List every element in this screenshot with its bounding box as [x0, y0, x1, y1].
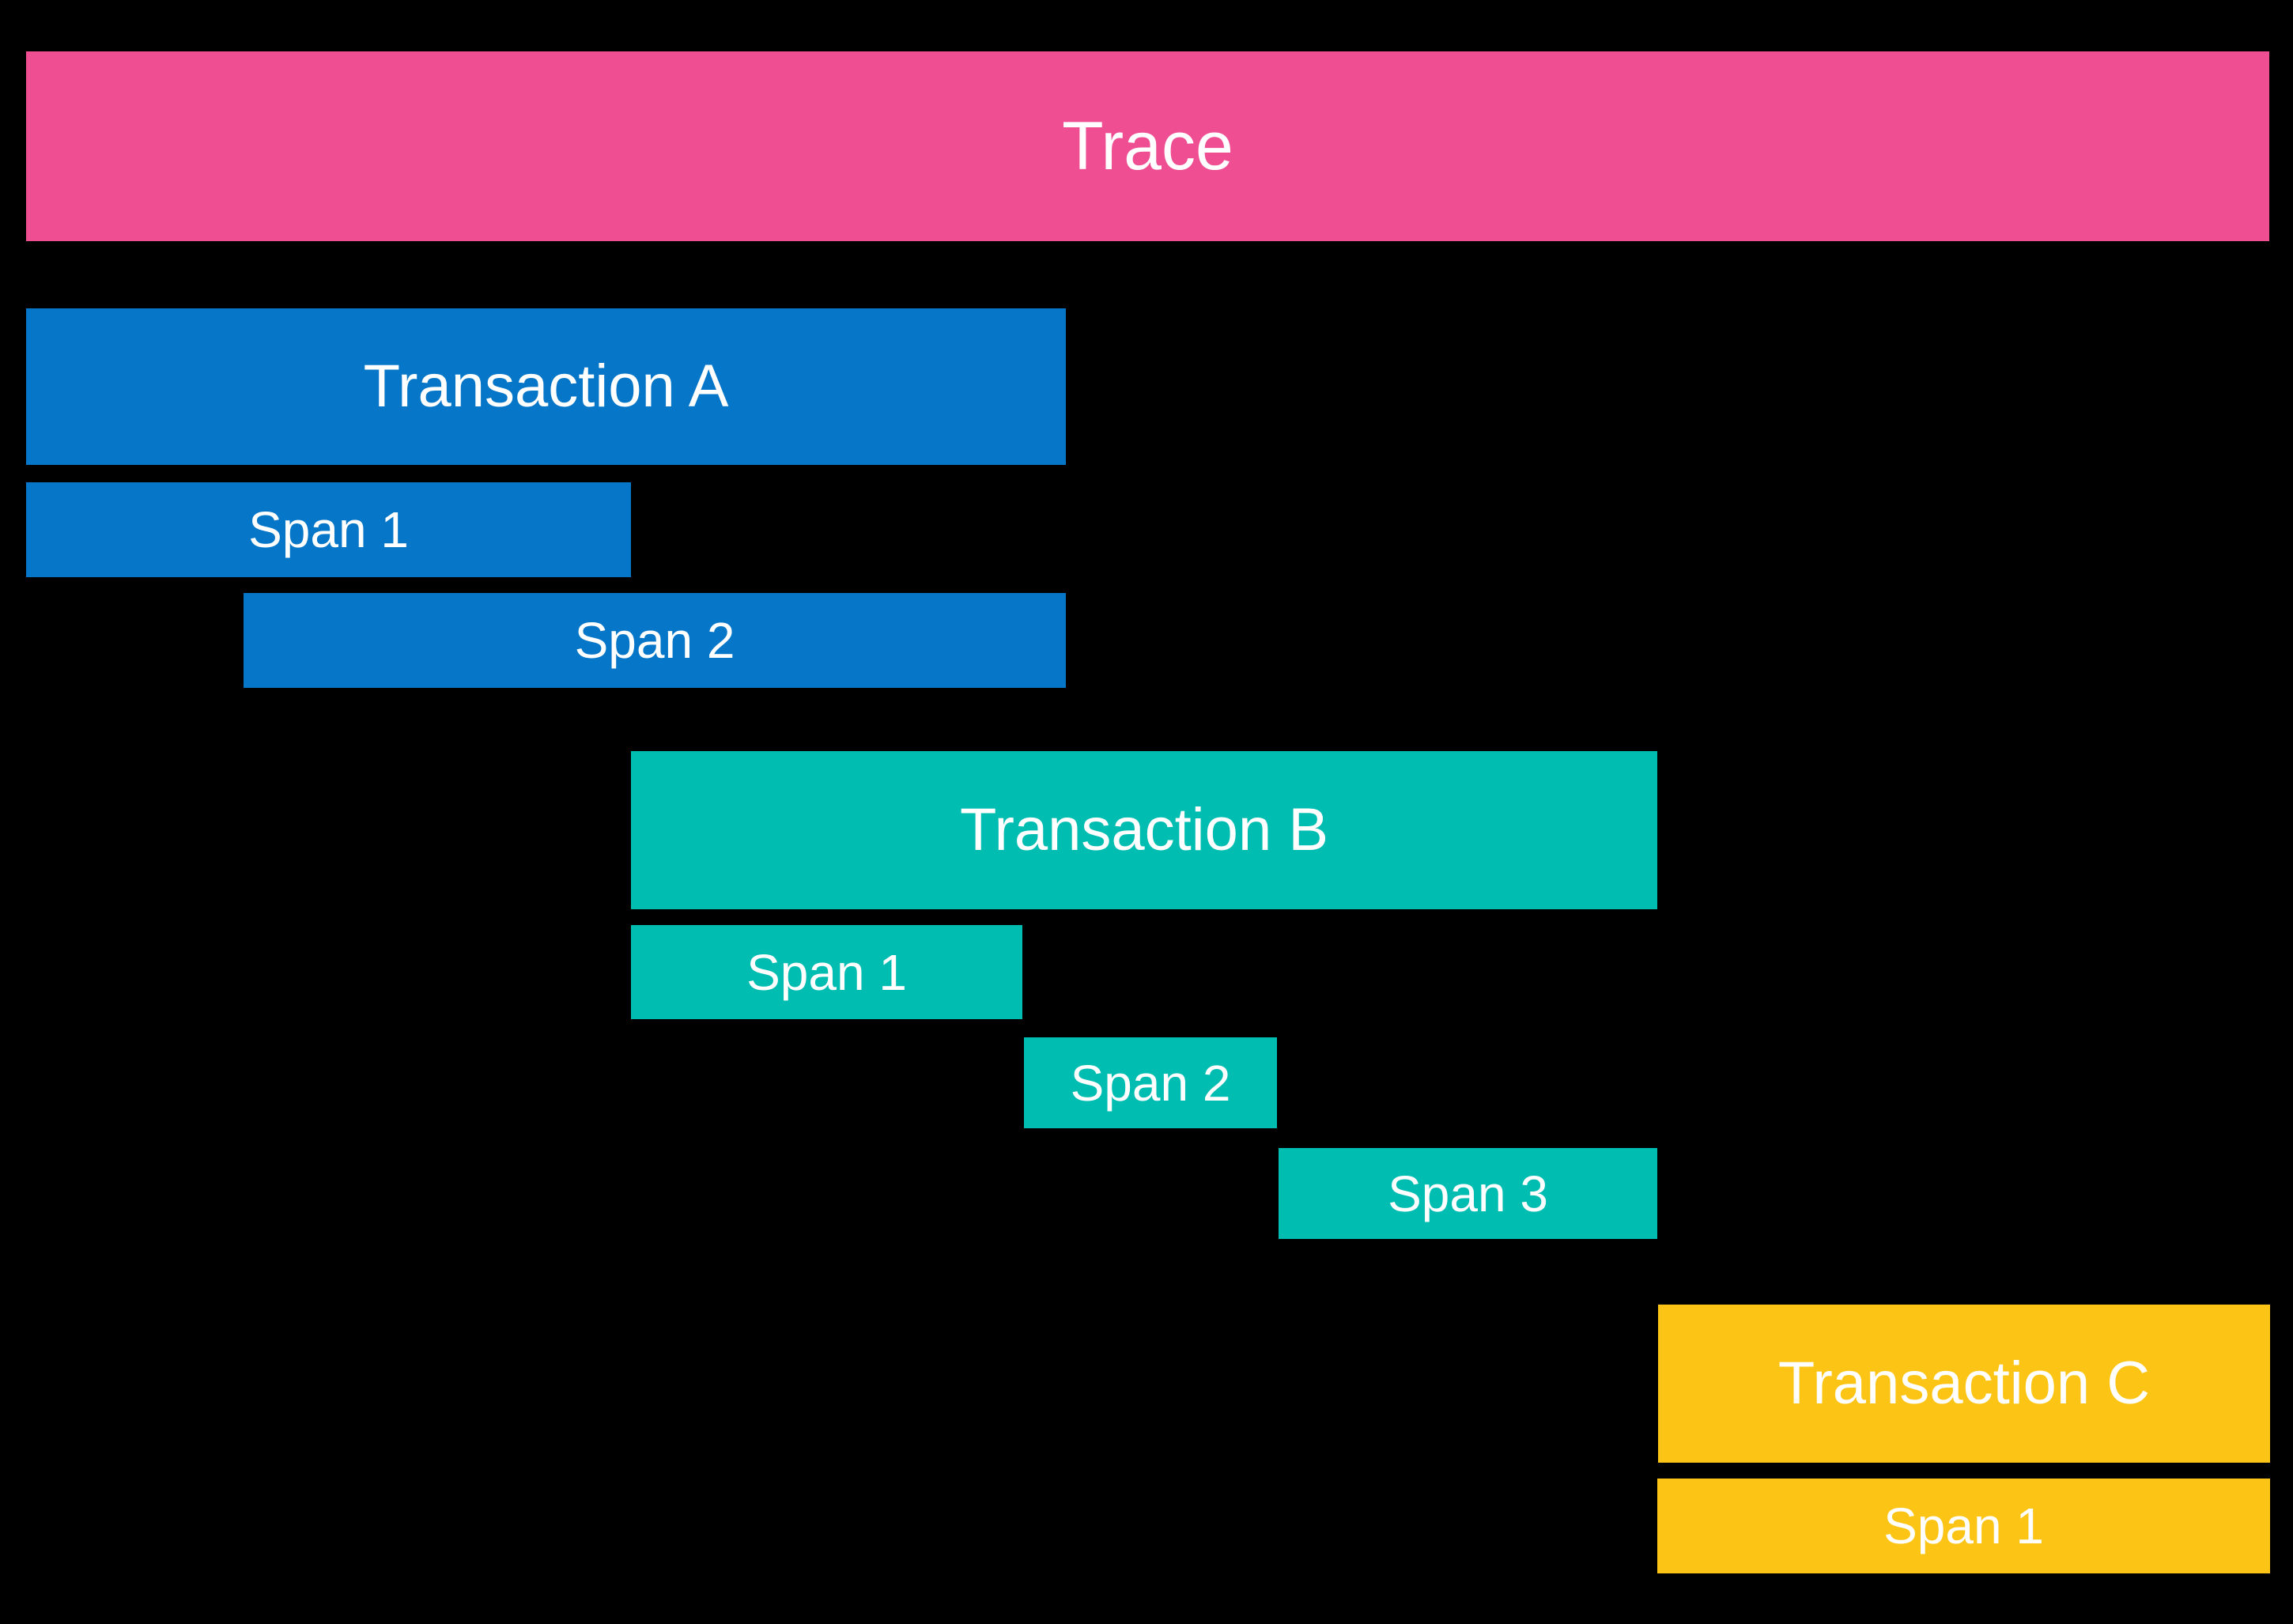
bar-label: Transaction B — [959, 796, 1329, 863]
span-bar[interactable]: Span 1 — [26, 482, 631, 577]
bar-label: Span 2 — [1070, 1054, 1231, 1112]
span-bar[interactable]: Span 3 — [1279, 1148, 1657, 1239]
transaction-bar[interactable]: Transaction B — [631, 751, 1657, 909]
span-bar[interactable]: Span 2 — [244, 593, 1066, 688]
span-bar[interactable]: Span 2 — [1024, 1037, 1277, 1128]
bar-label: Span 1 — [1883, 1497, 2044, 1554]
span-bar[interactable]: Span 1 — [1657, 1479, 2270, 1573]
bar-label: Span 1 — [248, 501, 409, 558]
transaction-bar[interactable]: Transaction A — [26, 308, 1066, 465]
bar-label: Trace — [1062, 108, 1233, 184]
bar-label: Span 1 — [746, 943, 907, 1001]
bar-label: Span 3 — [1388, 1165, 1548, 1222]
bar-label: Span 2 — [574, 612, 735, 669]
transaction-bar[interactable]: Transaction C — [1658, 1305, 2270, 1463]
trace-bar[interactable]: Trace — [26, 51, 2269, 241]
bar-label: Transaction C — [1777, 1350, 2151, 1417]
bar-label: Transaction A — [363, 353, 729, 420]
span-bar[interactable]: Span 1 — [631, 925, 1022, 1019]
